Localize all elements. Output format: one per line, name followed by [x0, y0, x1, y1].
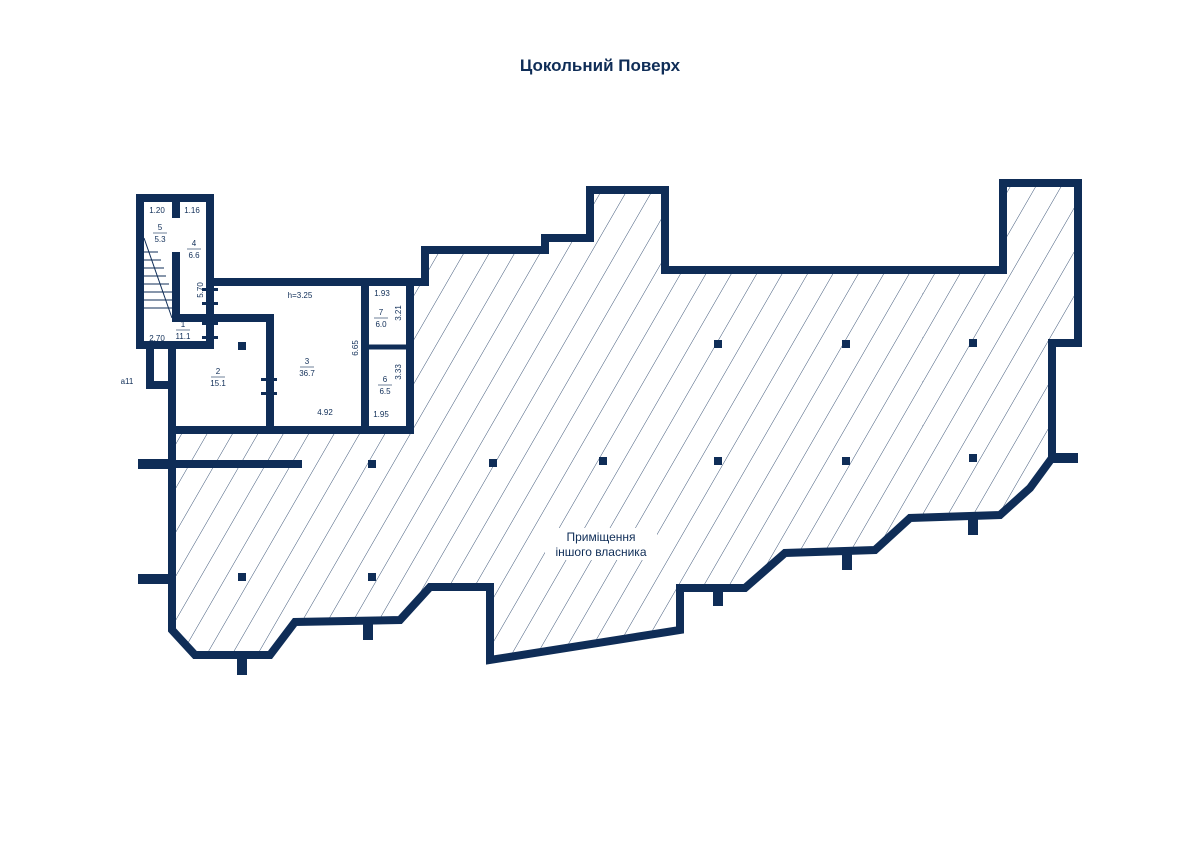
svg-text:3.21: 3.21	[394, 305, 403, 321]
svg-text:4.92: 4.92	[317, 408, 333, 417]
dimension-labels: 1.20 1.16 5.70 2.70 h=3.25 6.65 1.93 3.2…	[121, 206, 403, 419]
svg-text:іншого власника: іншого власника	[555, 545, 646, 559]
walls	[136, 194, 414, 468]
room-2-label: 215.1	[210, 367, 226, 388]
doors	[202, 288, 277, 395]
room-5-label: 55.3	[153, 223, 167, 244]
svg-text:Приміщення: Приміщення	[566, 530, 635, 544]
columns	[238, 339, 977, 581]
room-3-label: 336.7	[299, 357, 315, 378]
svg-text:11.1: 11.1	[176, 332, 192, 341]
room-6-label: 66.5	[378, 375, 392, 396]
svg-text:7: 7	[379, 308, 384, 317]
svg-text:1: 1	[181, 320, 186, 329]
stairs-icon	[143, 237, 173, 319]
svg-text:3: 3	[305, 357, 310, 366]
svg-text:h=3.25: h=3.25	[288, 291, 313, 300]
room-labels: 111.1 215.1 336.7 46.6 55.3 66.5 76.0	[153, 223, 392, 396]
other-owner-area	[168, 179, 1082, 665]
svg-text:5: 5	[158, 223, 163, 232]
other-owner-label: Приміщення іншого власника	[545, 528, 657, 560]
wall-stubs	[138, 453, 1078, 675]
svg-text:3.33: 3.33	[394, 364, 403, 380]
room-4-label: 46.6	[187, 239, 201, 260]
svg-text:2.70: 2.70	[149, 334, 165, 343]
svg-text:1.16: 1.16	[184, 206, 200, 215]
room-1-label: 111.1	[176, 320, 192, 341]
svg-text:4: 4	[192, 239, 197, 248]
svg-text:6.6: 6.6	[188, 251, 200, 260]
svg-text:a11: a11	[121, 377, 134, 386]
svg-text:2: 2	[216, 367, 221, 376]
svg-text:6.5: 6.5	[379, 387, 391, 396]
svg-text:6: 6	[383, 375, 388, 384]
svg-text:5.3: 5.3	[154, 235, 166, 244]
page-title: Цокольний Поверх	[519, 56, 681, 75]
svg-text:6.65: 6.65	[351, 340, 360, 356]
svg-text:36.7: 36.7	[299, 369, 315, 378]
room-7-label: 76.0	[374, 308, 388, 329]
svg-text:1.95: 1.95	[373, 410, 389, 419]
svg-text:1.20: 1.20	[149, 206, 165, 215]
svg-text:1.93: 1.93	[374, 289, 390, 298]
svg-text:15.1: 15.1	[210, 379, 226, 388]
svg-text:6.0: 6.0	[375, 320, 387, 329]
svg-text:5.70: 5.70	[196, 282, 205, 298]
